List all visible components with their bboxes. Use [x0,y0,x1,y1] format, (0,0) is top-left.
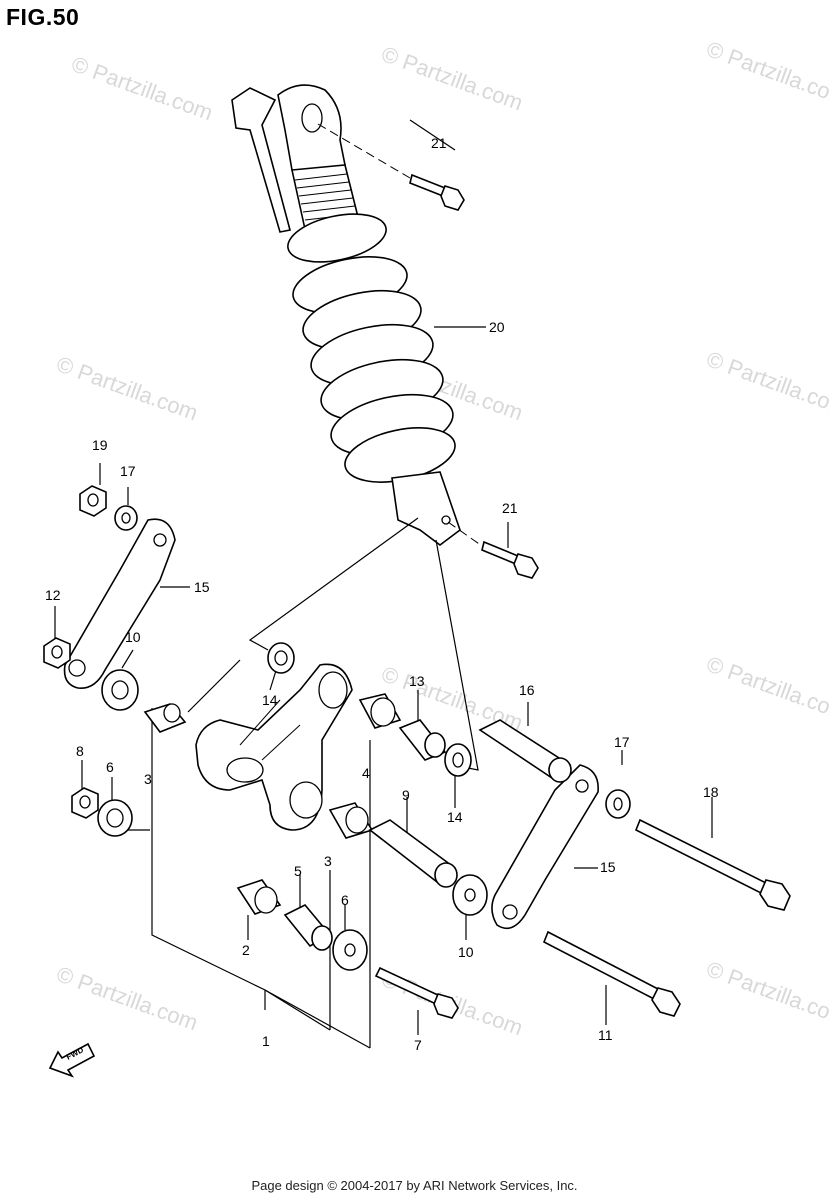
callout-3: 3 [324,853,332,869]
callout-16: 16 [519,682,535,698]
leader-lines [54,119,713,1035]
assembly-guide-lines [317,123,483,547]
callout-11: 11 [598,1027,613,1043]
callout-labels: 1 2 3 3 4 5 6 6 7 8 9 10 10 11 12 13 14 … [45,135,719,1053]
nut-12 [43,637,71,669]
bolt-21-lower [481,540,539,579]
bolt-7 [374,966,459,1019]
washer-17-right [605,789,631,819]
lever-center-pivot [226,757,264,783]
callout-8: 8 [76,743,84,759]
watermark: © Partzilla.com [703,651,829,725]
callout-4: 4 [362,765,370,781]
callout-6: 6 [341,892,349,908]
callout-21: 21 [431,135,447,151]
shock-top-eye [301,103,323,133]
lever-lower-pivot [289,781,323,819]
callout-14: 14 [262,692,278,708]
callout-17: 17 [614,734,630,750]
washer-17-left [114,505,138,531]
callout-5: 5 [294,863,302,879]
shaft-9 [368,819,458,888]
callout-6: 6 [106,759,114,775]
bushing-4-upper [358,693,402,729]
callout-18: 18 [703,784,719,800]
callout-21: 21 [502,500,518,516]
spacer-13 [398,719,447,761]
watermark: © Partzilla.com [703,956,829,1030]
callout-9: 9 [402,787,410,803]
watermark: © Partzilla.com [378,41,526,115]
washer-6-right [332,929,368,971]
washer-14-upper [267,642,295,674]
figure-title: FIG.50 [6,4,80,30]
lever-upper-pivot [318,671,348,709]
bushing-6-left [97,799,133,837]
bushing-10-left [101,669,139,711]
watermark: © Partzilla.com [53,961,201,1035]
callout-20: 20 [489,319,505,335]
callout-2: 2 [242,942,250,958]
cushion-lever [195,663,353,831]
bolt-21-upper [409,173,465,211]
shaft-16 [478,719,572,783]
shock-bottom-mount [391,471,461,546]
callout-7: 7 [414,1037,422,1053]
fwd-arrow-icon: FWD [48,1042,96,1078]
spacer-3-left [143,703,187,733]
callout-10: 10 [125,629,141,645]
bolt-11 [542,930,681,1017]
watermark: © Partzilla.com [68,51,216,125]
rear-shock-absorber [231,84,461,546]
callout-17: 17 [120,463,136,479]
watermark: © Partzilla.com [53,351,201,425]
washer-10-right [452,874,488,916]
washer-14-lower [444,743,472,777]
callout-15: 15 [600,859,616,875]
bushing-3-right [328,802,374,839]
cushion-rod-15-left [63,518,176,689]
callout-12: 12 [45,587,61,603]
callout-14: 14 [447,809,463,825]
page-footer: Page design © 2004-2017 by ARI Network S… [251,1178,578,1193]
item-1-bracket [120,708,371,1049]
callout-13: 13 [409,673,425,689]
nut-8 [71,787,99,819]
callout-19: 19 [92,437,108,453]
callout-3: 3 [144,771,152,787]
watermark: © Partzilla.com [703,346,829,420]
bushing-2 [236,879,282,915]
shock-coil-spring [292,256,456,483]
shock-top-reservoir [231,87,291,233]
callout-10: 10 [458,944,474,960]
callout-1: 1 [262,1033,270,1049]
spacer-5 [283,904,333,951]
bolt-18 [634,818,791,911]
nut-19 [79,485,107,517]
watermark: © Partzilla.com [703,36,829,110]
cushion-rod-15-right [491,764,599,930]
callout-15: 15 [194,579,210,595]
